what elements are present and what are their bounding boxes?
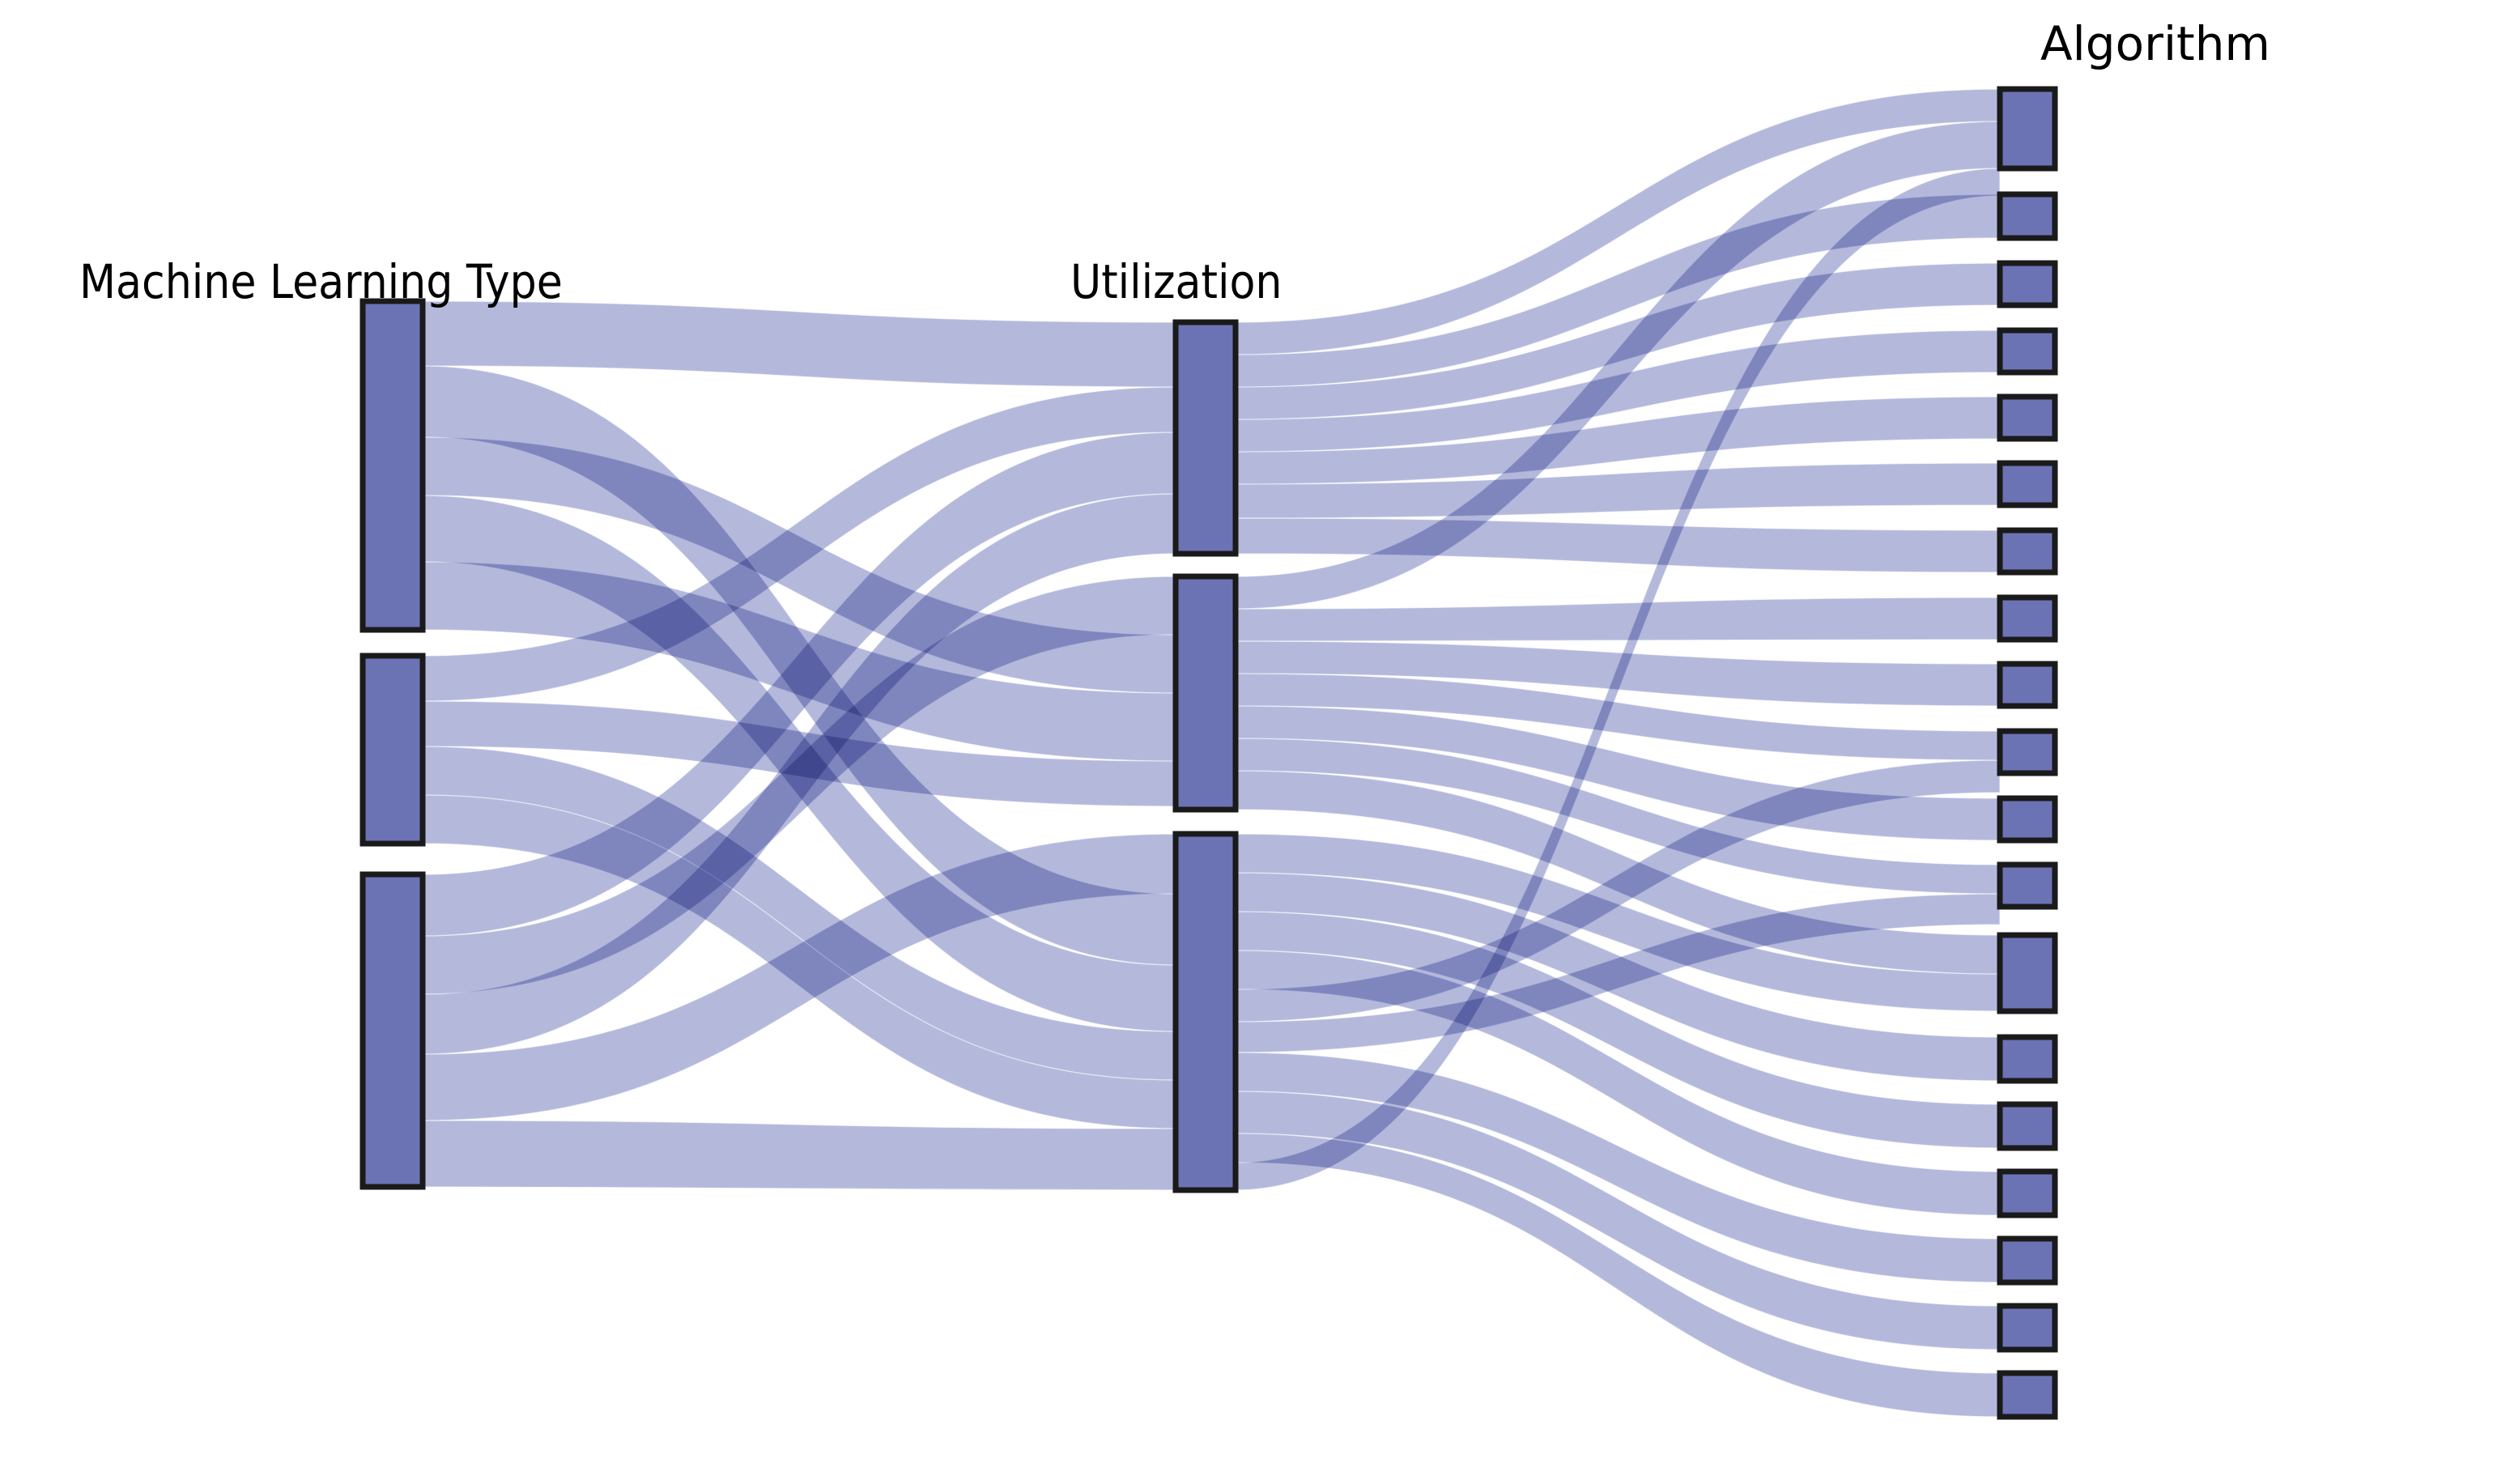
sankey-node-ga[interactable] (1997, 393, 2058, 442)
column-title-middle: Utilization (1070, 254, 1282, 309)
sankey-node-reinforcement[interactable] (359, 653, 426, 847)
sankey-node-pso[interactable] (1997, 460, 2058, 508)
sankey-link[interactable] (422, 300, 1176, 388)
sankey-node-kalman[interactable] (1997, 728, 2058, 776)
sankey-node-power-cognition[interactable] (1997, 1303, 2058, 1353)
sankey-node-swarm[interactable] (1172, 573, 1239, 813)
sankey-link[interactable] (1235, 597, 2001, 642)
sankey-node-clustering[interactable] (1172, 319, 1239, 557)
sankey-node-deep-ann[interactable] (1997, 932, 2058, 1014)
sankey-node-finite-difference[interactable] (1997, 1168, 2058, 1218)
sankey-node-hopfield[interactable] (1997, 191, 2058, 241)
sankey-node-federated-learning[interactable] (1997, 1034, 2058, 1084)
titles-layer: Machine Learning Type Utilization Algorith… (79, 16, 2270, 309)
sankey-node-resource-management[interactable] (1172, 831, 1239, 1193)
sankey-node-rnn[interactable] (1997, 861, 2058, 910)
sankey-node-k-means[interactable] (1997, 327, 2058, 376)
sankey-node-unsuperised[interactable] (359, 871, 426, 1190)
sankey-node-swarm-laws[interactable] (1997, 795, 2058, 844)
links-layer (422, 88, 2001, 1418)
sankey-link[interactable] (422, 1120, 1176, 1191)
sankey-node-apc-clustering[interactable] (1997, 1101, 2058, 1151)
sankey-node-dp[interactable] (1997, 527, 2058, 576)
sankey-link[interactable] (1235, 893, 2001, 1053)
nodes-layer (359, 86, 2058, 1420)
column-title-right: Algorithm (2040, 16, 2270, 71)
sankey-node-cnn[interactable] (1997, 86, 2058, 172)
sankey-node-deep-rl[interactable] (1997, 1235, 2058, 1286)
sankey-node-multi-agent-rl[interactable] (1997, 1370, 2058, 1420)
sankey-node-ndp[interactable] (1997, 594, 2058, 643)
sankey-node-aql[interactable] (1997, 260, 2058, 308)
sankey-node-superised[interactable] (359, 298, 426, 633)
sankey-node-dql[interactable] (1997, 661, 2058, 709)
column-title-left: Machine Learning Type (79, 254, 563, 309)
